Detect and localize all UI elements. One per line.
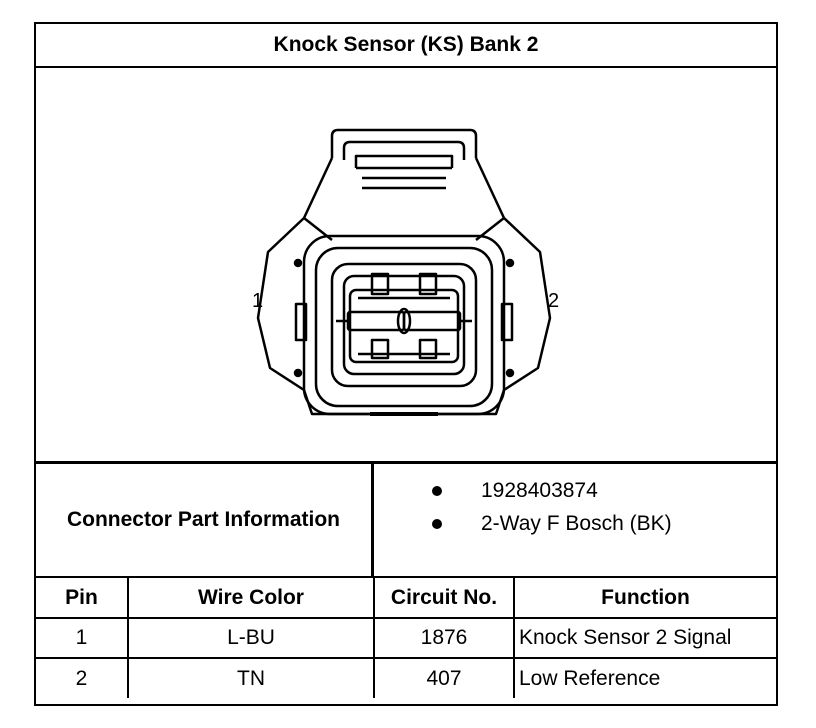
header-wire-color: Wire Color <box>127 578 375 619</box>
connector-diagram: 1 2 <box>36 68 776 461</box>
cell-function: Knock Sensor 2 Signal <box>513 617 776 659</box>
bullet-icon <box>432 519 442 529</box>
page-title: Knock Sensor (KS) Bank 2 <box>36 24 776 68</box>
cell-pin: 1 <box>36 617 129 659</box>
header-pin: Pin <box>36 578 129 619</box>
pin-1-label: 1 <box>252 290 264 312</box>
connector-latch <box>330 128 478 158</box>
cell-pin: 2 <box>36 657 129 698</box>
table-row: 1 L-BU 1876 Knock Sensor 2 Signal <box>36 617 776 659</box>
connector-info-list: 1928403874 2-Way F Bosch (BK) <box>376 464 776 576</box>
cell-function: Low Reference <box>513 657 776 698</box>
table-row: 2 TN 407 Low Reference <box>36 657 776 698</box>
cell-circuit-no: 407 <box>373 657 515 698</box>
connector-info-label: Connector Part Information <box>36 464 374 576</box>
pin-2-label: 2 <box>548 290 560 312</box>
header-function: Function <box>513 578 776 619</box>
cell-wire-color: L-BU <box>127 617 375 659</box>
pin-1-terminal <box>346 310 406 332</box>
bullet-icon <box>432 486 442 496</box>
part-number: 1928403874 <box>481 479 598 502</box>
pin-2-terminal <box>402 310 462 332</box>
connector-sheet: Knock Sensor (KS) Bank 2 <box>34 22 778 706</box>
pinout-table: Pin Wire Color Circuit No. Function 1 L-… <box>36 578 776 698</box>
connector-outer-shell <box>256 157 552 416</box>
connector-drawing <box>256 128 552 416</box>
cell-circuit-no: 1876 <box>373 617 515 659</box>
table-header-row: Pin Wire Color Circuit No. Function <box>36 578 776 619</box>
cell-wire-color: TN <box>127 657 375 698</box>
connector-part-info: Connector Part Information 1928403874 2-… <box>36 461 776 578</box>
header-circuit-no: Circuit No. <box>373 578 515 619</box>
connector-description: 2-Way F Bosch (BK) <box>481 512 672 535</box>
